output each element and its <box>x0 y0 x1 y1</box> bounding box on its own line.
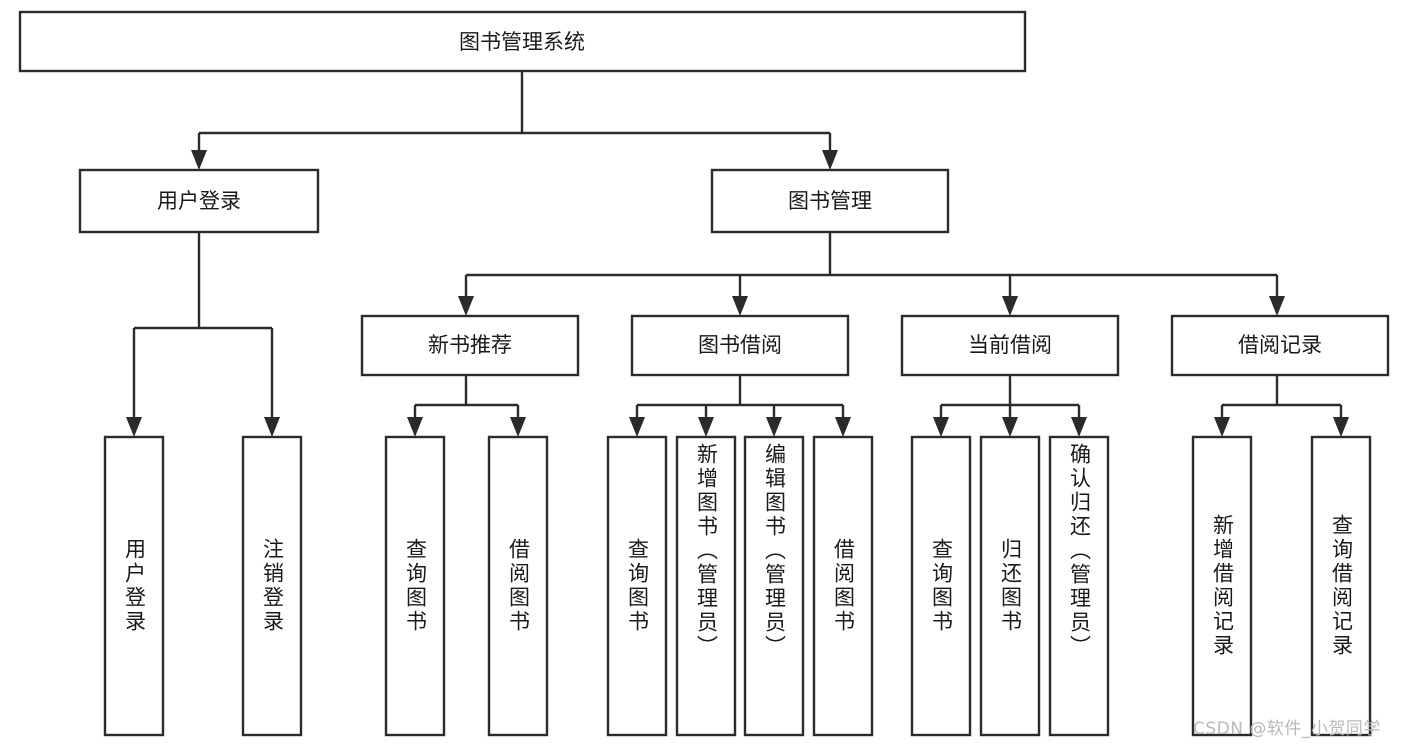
node-new-book-recommend-box[interactable] <box>360 314 580 377</box>
node-new-book-recommend[interactable]: 新书推荐 <box>360 314 580 377</box>
arrowhead-nb-leaf-1 <box>407 417 423 437</box>
arrowhead-borrow-record <box>1269 296 1285 316</box>
node-book-manage-label: 图书管理 <box>788 189 872 213</box>
arrowhead-cb-leaf-1 <box>933 417 949 437</box>
leaf-box-bb-add-book[interactable] <box>675 435 737 737</box>
arrowhead-leaf-user-login <box>126 417 142 437</box>
arrowhead-bb-leaf-2 <box>698 417 714 437</box>
leaf-box-br-add-record[interactable] <box>1191 435 1253 737</box>
arrowhead-br-leaf-1 <box>1214 417 1230 437</box>
leaf-box-logout[interactable] <box>241 435 303 737</box>
connector-group <box>132 71 1343 419</box>
arrowhead-cb-leaf-2 <box>1002 417 1018 437</box>
leaf-box-nb-query-book[interactable] <box>384 435 446 737</box>
node-borrow-record[interactable]: 借阅记录 <box>1170 314 1390 377</box>
arrowhead-br-leaf-2 <box>1333 417 1349 437</box>
node-book-manage-box[interactable] <box>710 168 950 234</box>
node-book-borrow[interactable]: 图书借阅 <box>630 314 850 377</box>
arrowhead-bb-leaf-4 <box>835 417 851 437</box>
node-current-borrow-box[interactable] <box>900 314 1120 377</box>
node-root-box[interactable] <box>18 10 1027 73</box>
leaf-box-cb-return-book[interactable] <box>979 435 1041 737</box>
node-user-login-label: 用户登录 <box>157 189 241 213</box>
leaf-box-bb-edit-book[interactable] <box>743 435 805 737</box>
leaf-box-bb-borrow-book[interactable] <box>812 435 874 737</box>
arrowhead-book-manage <box>822 150 838 170</box>
node-book-borrow-box[interactable] <box>630 314 850 377</box>
node-book-manage[interactable]: 图书管理 <box>710 168 950 234</box>
node-user-login-box[interactable] <box>78 168 320 234</box>
arrowhead-cb-leaf-3 <box>1071 417 1087 437</box>
arrowhead-user-login <box>191 150 207 170</box>
leaf-box-group <box>103 435 1372 737</box>
arrowhead-leaf-logout <box>264 417 280 437</box>
node-book-borrow-label: 图书借阅 <box>698 333 782 357</box>
node-new-book-recommend-label: 新书推荐 <box>428 333 512 357</box>
leaf-box-bb-query-book[interactable] <box>606 435 668 737</box>
arrowhead-group <box>126 150 1349 437</box>
node-borrow-record-box[interactable] <box>1170 314 1390 377</box>
leaf-box-nb-borrow-book[interactable] <box>487 435 549 737</box>
arrowhead-new-book <box>458 296 474 316</box>
node-borrow-record-label: 借阅记录 <box>1238 333 1322 357</box>
leaf-box-cb-query-book[interactable] <box>910 435 972 737</box>
arrowhead-bb-leaf-1 <box>629 417 645 437</box>
node-current-borrow[interactable]: 当前借阅 <box>900 314 1120 377</box>
arrowhead-book-borrow <box>732 296 748 316</box>
node-root-label: 图书管理系统 <box>459 30 585 54</box>
arrowhead-bb-leaf-3 <box>766 417 782 437</box>
leaf-box-user-login[interactable] <box>103 435 165 737</box>
arrowhead-current-borrow <box>1002 296 1018 316</box>
csdn-watermark: CSDN @软件_小贺同学 <box>1193 719 1381 739</box>
leaf-box-cb-confirm-return[interactable] <box>1048 435 1110 737</box>
node-user-login[interactable]: 用户登录 <box>78 168 320 234</box>
leaf-box-br-query-record[interactable] <box>1310 435 1372 737</box>
arrowhead-nb-leaf-2 <box>510 417 526 437</box>
node-root[interactable]: 图书管理系统 <box>18 10 1027 73</box>
node-current-borrow-label: 当前借阅 <box>968 333 1052 357</box>
